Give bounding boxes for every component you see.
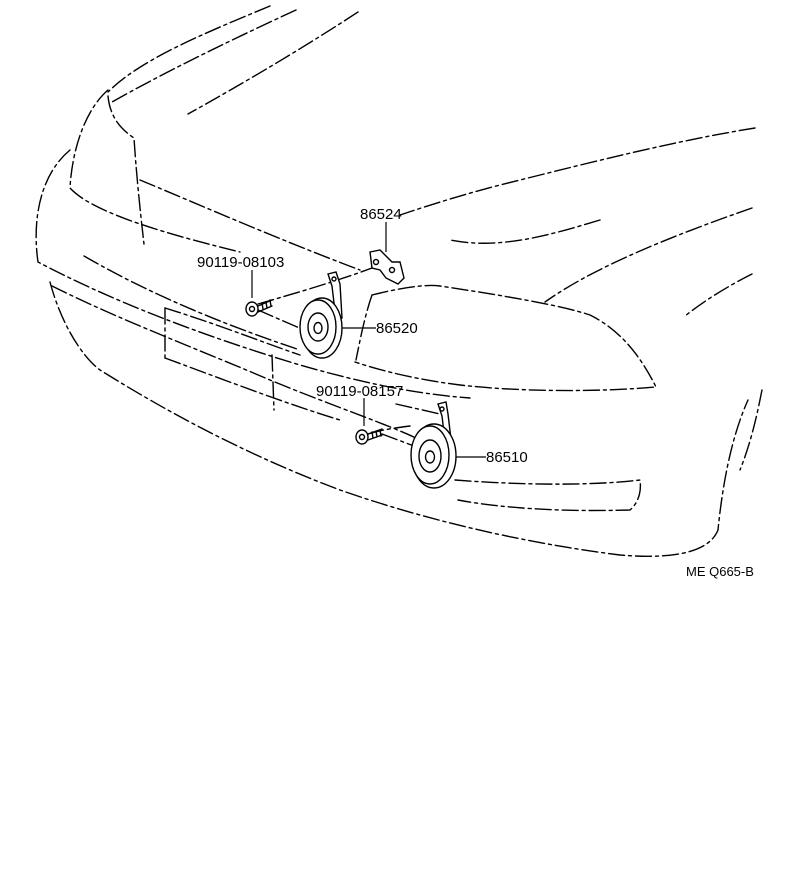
- bumper-side-edge: [739, 389, 763, 471]
- mount-line-screw-lower: [381, 433, 415, 447]
- bolt-lower-head: [355, 429, 369, 445]
- horn-high-stay: [327, 271, 343, 321]
- foglamp-outline: [454, 479, 642, 512]
- horn-high-cone: [307, 312, 329, 342]
- mount-line-horn-low: [395, 403, 441, 415]
- mount-line-horn-high: [257, 309, 305, 331]
- label-bolt-upper: 90119-08103: [197, 254, 284, 271]
- headlamp-upper-edge: [107, 95, 145, 245]
- horn-low-face: [410, 425, 450, 485]
- bolt-lower-shank: [367, 428, 383, 441]
- bolt-upper-shank: [257, 299, 273, 313]
- mount-line-upper: [257, 267, 373, 305]
- fender-line-upper: [399, 127, 756, 216]
- figure-reference-code: ME Q665-B: [686, 564, 754, 579]
- bracket-hole-2: [388, 266, 396, 274]
- bumper-upper-crease: [83, 255, 301, 351]
- bolt-lower-part: [355, 398, 383, 445]
- horn-low-part: [410, 401, 486, 489]
- bolt-upper-part: [245, 270, 273, 317]
- horn-high-stay-hole: [331, 276, 337, 282]
- label-horn-high: 86520: [376, 320, 418, 337]
- hood-edge-line-1: [107, 5, 271, 93]
- bumper-intake-top: [164, 307, 301, 356]
- bumper-top-edge: [35, 149, 471, 399]
- bumper-intake-bottom: [164, 357, 341, 421]
- fender-line-middle: [544, 207, 753, 303]
- horn-high-center: [313, 321, 323, 335]
- label-horn-low: 86510: [486, 449, 528, 466]
- horn-high-part: [299, 271, 376, 359]
- intake-mid-vertical: [271, 354, 275, 411]
- grille-top-line: [139, 179, 361, 271]
- bolt-upper-head-center: [248, 305, 256, 313]
- horn-low-cone: [418, 439, 442, 473]
- bumper-lower-edge: [49, 281, 749, 557]
- bracket-hole-1: [372, 258, 380, 266]
- bolt-upper-head: [245, 301, 259, 317]
- vehicle-body-outline: [35, 5, 763, 557]
- hood-edge-line-2: [111, 9, 297, 103]
- label-bracket: 86524: [360, 206, 402, 223]
- horn-high-face: [299, 299, 337, 355]
- bolt-lower-head-center: [358, 433, 366, 441]
- hood-mid-line: [449, 219, 601, 244]
- label-bolt-lower: 90119-08157: [316, 383, 403, 400]
- hood-front-edge: [69, 89, 241, 253]
- fender-line-short: [684, 273, 753, 317]
- headlamp-outline-right: [354, 284, 657, 392]
- horn-low-center: [424, 450, 436, 464]
- horn-low-stay-hole: [439, 406, 445, 412]
- bracket-body: [369, 249, 405, 285]
- horn-bracket-part: [369, 222, 405, 285]
- bumper-lower-crease: [51, 285, 421, 441]
- hood-crease-line: [187, 11, 359, 115]
